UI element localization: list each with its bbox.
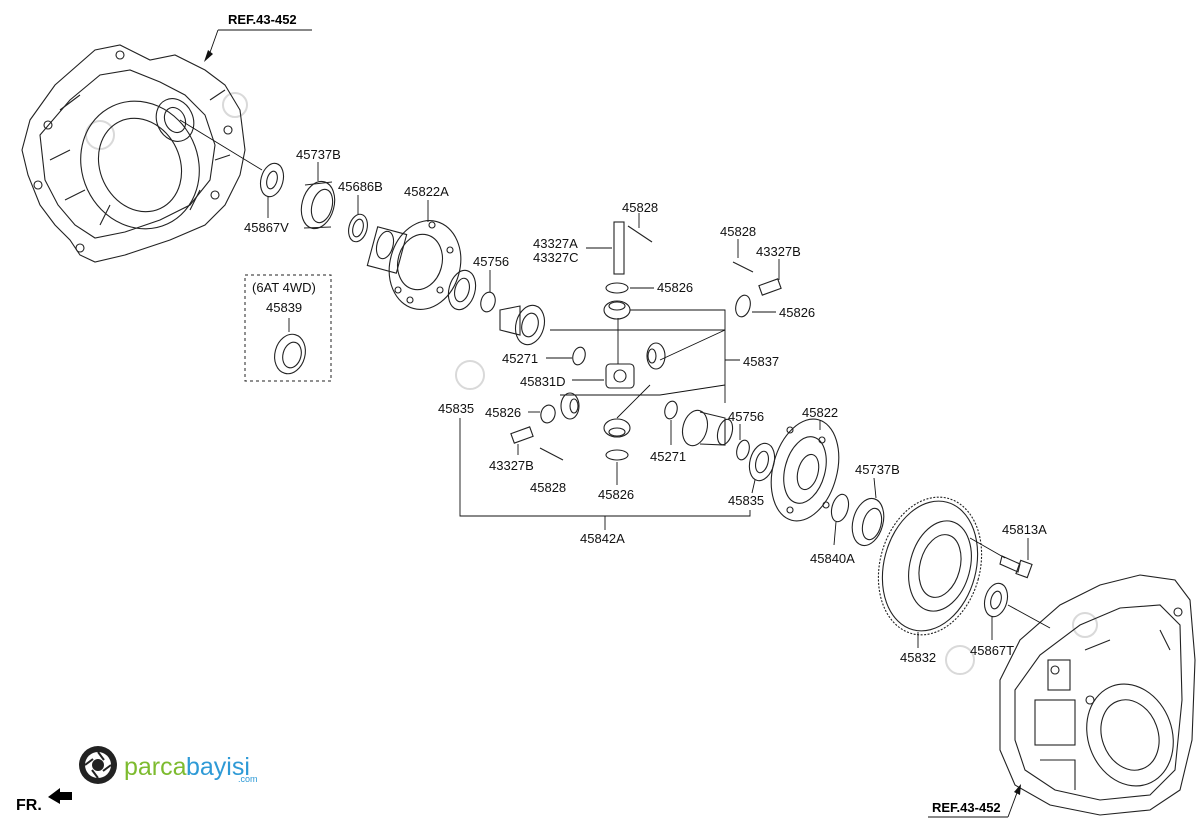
part-labels: 45737B 45686B 45867V 45822A 45828 43327A… [244,147,1047,665]
label-45813A: 45813A [1002,522,1047,537]
label-45826-b: 45826 [779,305,815,320]
label-45756-a: 45756 [473,254,509,269]
label-45737B-bottom: 45737B [855,462,900,477]
label-45822: 45822 [802,405,838,420]
part-45828-pin-bottom [539,447,564,461]
part-45737B-bearing-bottom [851,497,885,547]
label-45826-c: 45826 [485,405,521,420]
part-45832-ring-gear [877,496,983,636]
front-arrow-icon [48,788,72,804]
part-45271-washer-a [572,346,586,366]
ref-label-bottom: REF.43-452 [932,800,1001,815]
label-45737B-top: 45737B [296,147,341,162]
part-45271-washer-b [664,400,678,420]
front-direction-indicator: FR. [16,788,72,814]
part-45826-washer-b [735,294,751,318]
part-side-gear-lower [681,409,734,447]
label-45840A: 45840A [810,551,855,566]
variant-box-6at-4wd: (6AT 4WD) 45839 [244,274,332,382]
part-45756-ring-b [736,439,750,461]
label-45271-a: 45271 [502,351,538,366]
part-45822A-case [366,220,462,310]
part-45867V-shim [259,162,285,198]
part-side-gear-upper [499,304,546,346]
part-pinion-gear-left [560,392,580,420]
part-45826-washer-d [605,449,629,461]
transmission-case-right [999,574,1196,816]
label-43327B-top: 43327B [756,244,801,259]
transmission-case-left [21,44,246,263]
part-45826-washer-a [605,282,629,294]
label-45835-right: 45835 [728,493,764,508]
label-45842A: 45842A [580,531,625,546]
part-45867T-shim [983,582,1009,618]
label-45828-a: 45828 [622,200,658,215]
part-label-45839: 45839 [266,300,302,315]
label-45686B: 45686B [338,179,383,194]
label-45828-b: 45828 [720,224,756,239]
part-45826-washer-c [540,404,556,424]
part-pinion-gear-right [646,342,666,370]
part-45813A-bolt [999,555,1033,579]
brand-name-b: bayisi [186,753,250,781]
part-45840A-seal [830,493,850,523]
label-45832: 45832 [900,650,936,665]
label-45826-a: 45826 [657,280,693,295]
label-45828-c: 45828 [530,480,566,495]
label-43327A: 43327A [533,236,578,251]
label-45831D: 45831D [520,374,566,389]
label-45271-b: 45271 [650,449,686,464]
brand-logo: parca bayisi .com [79,746,258,784]
label-45837: 45837 [743,354,779,369]
part-pinion-gear-top [603,300,631,320]
brand-suffix: .com [238,774,258,784]
label-45826-d: 45826 [598,487,634,502]
part-pinion-gear-bottom [603,418,631,438]
front-label: FR. [16,797,42,814]
part-45737B-bearing-top [300,180,336,230]
ref-label-top: REF.43-452 [228,12,297,27]
part-45828-pin-right [732,261,754,273]
label-45867T: 45867T [970,643,1014,658]
watermark-layer [85,92,1098,675]
label-43327B-bottom: 43327B [489,458,534,473]
label-45756-b: 45756 [728,409,764,424]
brand-name-a: parca [124,753,187,781]
part-45822-case-right [770,418,840,522]
label-45822A: 45822A [404,184,449,199]
part-45831D-spider [605,363,635,389]
part-45835-washer-left [447,269,477,311]
label-45867V: 45867V [244,220,289,235]
part-45686B-seal [348,213,368,243]
label-45835-left: 45835 [438,401,474,416]
label-43327C: 43327C [533,250,579,265]
part-pinion-shaft [613,221,653,275]
part-45756-ring-a [480,291,496,313]
part-43327B-bushing-bottom [510,426,534,444]
part-43327B-bushing-top [758,278,782,296]
variant-box-title: (6AT 4WD) [252,280,316,295]
